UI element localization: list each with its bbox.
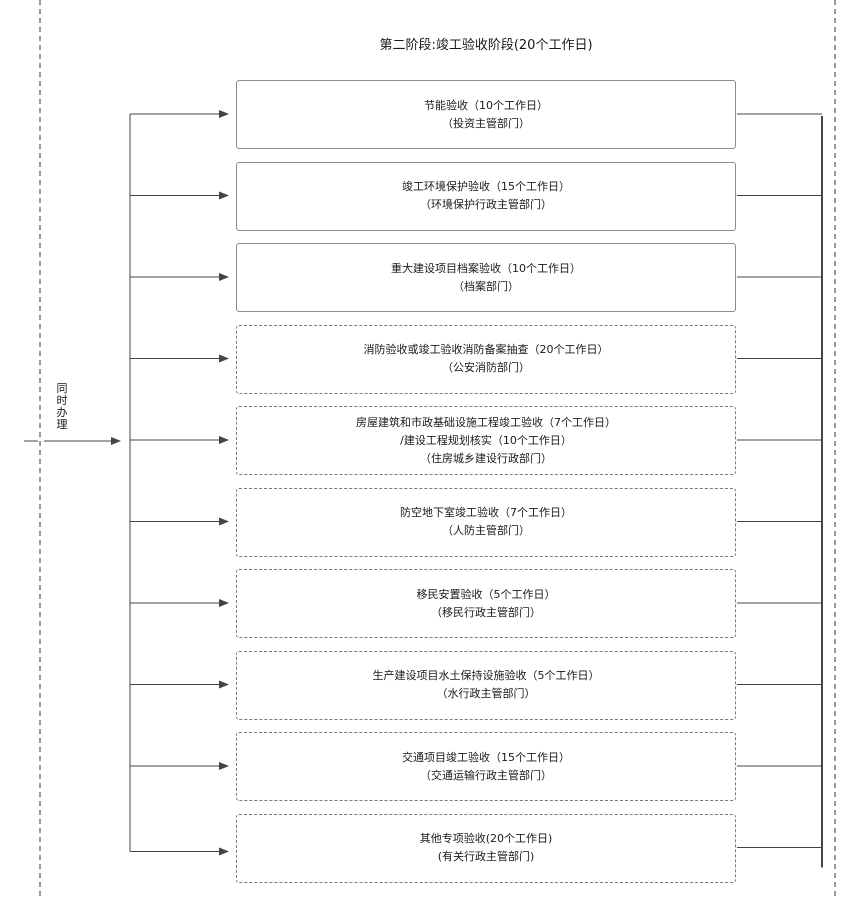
acceptance-box: 重大建设项目档案验收（10个工作日） （档案部门） <box>236 243 736 312</box>
acceptance-box: 房屋建筑和市政基础设施工程竣工验收（7个工作日） /建设工程规划核实（10个工作日… <box>236 406 736 475</box>
department-label: （公安消防部门） <box>442 361 530 374</box>
item-label: 交通项目竣工验收（15个工作日） <box>402 750 570 764</box>
acceptance-box: 交通项目竣工验收（15个工作日） （交通运输行政主管部门） <box>236 732 736 801</box>
item-label: 防空地下室竣工验收（7个工作日） <box>400 506 572 519</box>
item-label: 重大建设项目档案验收（10个工作日） <box>391 261 581 275</box>
acceptance-box: 其他专项验收(20个工作日) (有关行政主管部门) <box>236 813 736 883</box>
item-label: 其他专项验收(20个工作日) <box>419 832 553 845</box>
department-label: （住房城乡建设行政部门） <box>420 451 552 465</box>
acceptance-box: 移民安置验收（5个工作日） （移民行政主管部门） <box>236 569 736 638</box>
item-label: 竣工环境保护验收（15个工作日） <box>402 180 570 193</box>
side-label-char: 同 <box>56 382 68 395</box>
item-label: 移民安置验收（5个工作日） <box>416 587 556 601</box>
item-label: /建设工程规划核实（10个工作日） <box>400 433 572 447</box>
department-label: （环境保护行政主管部门） <box>420 198 552 211</box>
side-label-simultaneous: 同 时 办 理 <box>55 383 69 431</box>
department-label: （人防主管部门） <box>442 524 530 537</box>
stage-title: 第二阶段:竣工验收阶段(20个工作日) <box>379 38 593 53</box>
department-label: （投资主管部门） <box>442 116 530 130</box>
department-label: （移民行政主管部门） <box>431 605 541 619</box>
side-label-char: 时 <box>56 394 68 407</box>
side-label-char: 理 <box>56 418 68 431</box>
item-label: 消防验收或竣工验收消防备案抽查（20个工作日） <box>363 343 609 356</box>
acceptance-box: 防空地下室竣工验收（7个工作日） （人防主管部门） <box>236 487 736 557</box>
item-label: 生产建设项目水土保持设施验收（5个工作日） <box>372 669 600 682</box>
item-label: 节能验收（10个工作日） <box>424 98 548 112</box>
department-label: （水行政主管部门） <box>436 687 536 700</box>
acceptance-box: 节能验收（10个工作日） （投资主管部门） <box>236 80 736 149</box>
department-label: (有关行政主管部门) <box>437 850 535 863</box>
department-label: （交通运输行政主管部门） <box>420 768 552 782</box>
acceptance-box: 消防验收或竣工验收消防备案抽查（20个工作日） （公安消防部门） <box>236 324 736 394</box>
acceptance-box: 竣工环境保护验收（15个工作日） （环境保护行政主管部门） <box>236 161 736 231</box>
acceptance-box: 生产建设项目水土保持设施验收（5个工作日） （水行政主管部门） <box>236 650 736 720</box>
department-label: （档案部门） <box>453 279 519 293</box>
item-label: 房屋建筑和市政基础设施工程竣工验收（7个工作日） <box>356 415 616 429</box>
side-label-char: 办 <box>56 406 68 419</box>
